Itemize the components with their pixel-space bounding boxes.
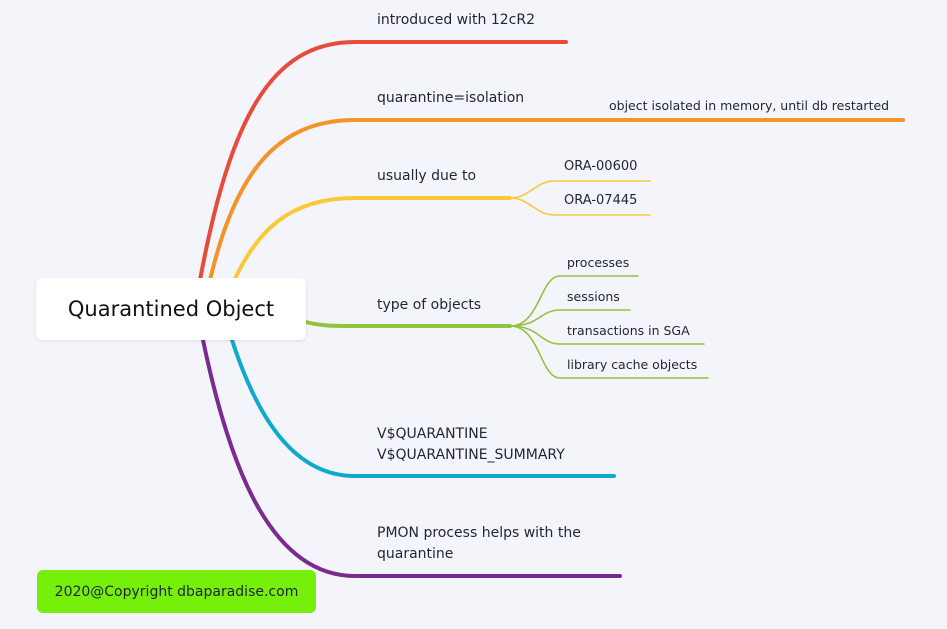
branch-pmon[interactable]: PMON process helps with the quarantine: [377, 523, 617, 565]
leaf-object-isolated[interactable]: object isolated in memory, until db rest…: [609, 98, 890, 113]
branch-vquarantine-line-1: V$QUARANTINE: [377, 426, 488, 442]
leaf-ora-00600[interactable]: ORA-00600: [564, 159, 638, 174]
branch-line-pmon: [201, 338, 622, 578]
branch-line-type-of-objects: [304, 320, 512, 328]
branch-introduced[interactable]: introduced with 12cR2: [377, 12, 535, 28]
leaf-library-cache-objects[interactable]: library cache objects: [567, 357, 698, 372]
branch-quarantine-isolation[interactable]: quarantine=isolation: [377, 90, 525, 106]
branch-pmon-line-1: PMON process helps with the: [377, 525, 581, 541]
leaf-ora-07445[interactable]: ORA-07445: [564, 193, 638, 208]
leaf-transactions-in-sga[interactable]: transactions in SGA: [567, 323, 690, 338]
branch-line-usually-due-to: [228, 196, 512, 292]
root-node-label: Quarantined Object: [67, 297, 275, 321]
sub-line-transactions: [509, 325, 705, 345]
branch-line-quarantine: [208, 118, 905, 282]
branch-vquarantine-line-2: V$QUARANTINE_SUMMARY: [377, 447, 565, 463]
branch-line-introduced: [198, 40, 568, 282]
sub-line-library-cache: [509, 325, 709, 379]
branch-vquarantine[interactable]: V$QUARANTINE V$QUARANTINE_SUMMARY: [377, 424, 617, 466]
sub-line-processes: [509, 275, 639, 327]
sub-line-sessions: [509, 309, 631, 327]
copyright-text: 2020@Copyright dbaparadise.com: [54, 583, 299, 600]
leaf-sessions[interactable]: sessions: [567, 289, 620, 304]
copyright-badge: 2020@Copyright dbaparadise.com: [37, 570, 316, 613]
branch-usually-due-to[interactable]: usually due to: [377, 168, 477, 184]
leaf-processes[interactable]: processes: [567, 255, 630, 270]
sub-line-ora-00600: [509, 180, 651, 199]
sub-line-ora-07445: [509, 197, 651, 216]
branch-line-vquarantine: [230, 338, 616, 478]
root-node[interactable]: Quarantined Object: [36, 278, 306, 340]
branch-pmon-line-2: quarantine: [377, 546, 454, 562]
branch-type-of-objects[interactable]: type of objects: [377, 297, 482, 313]
